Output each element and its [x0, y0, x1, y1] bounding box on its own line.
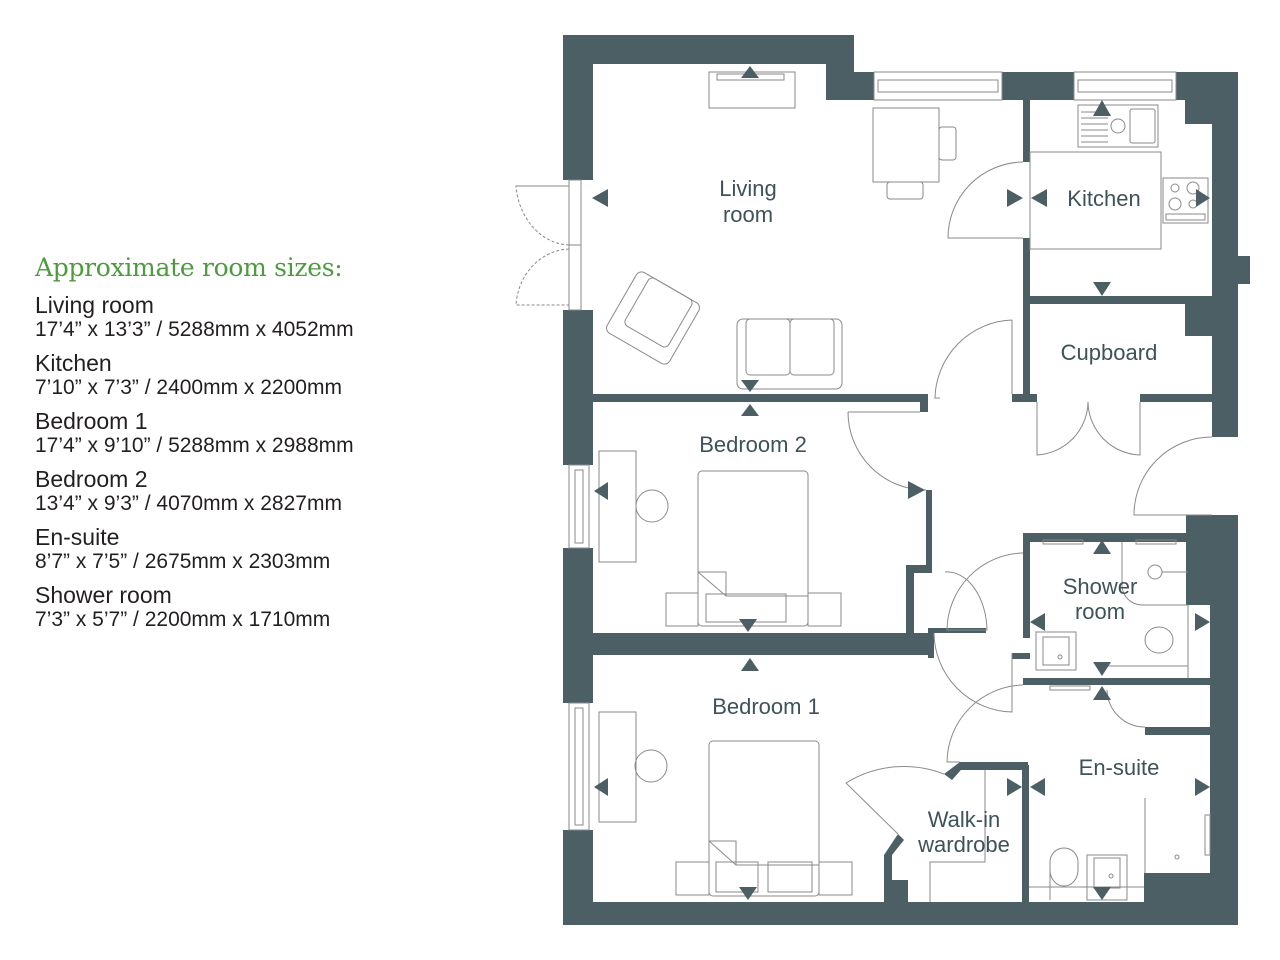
legend-room-dims: 17’4” x 9’10” / 5288mm x 2988mm	[35, 434, 354, 457]
legend-item-bedroom-2: Bedroom 2 13’4” x 9’3” / 4070mm x 2827mm	[35, 466, 455, 516]
legend-room-dims: 13’4” x 9’3” / 4070mm x 2827mm	[35, 492, 342, 515]
windows	[568, 71, 1177, 831]
room-label-walk-in-wardrobe: Walk-in	[928, 807, 1001, 832]
legend-item-en-suite: En-suite 8’7” x 7’5” / 2675mm x 2303mm	[35, 524, 455, 574]
legend-item-kitchen: Kitchen 7’10” x 7’3” / 2400mm x 2200mm	[35, 350, 455, 400]
legend-room-name: En-suite	[35, 524, 120, 550]
room-label-living: Living	[719, 176, 776, 201]
wall-marker-arrows	[592, 66, 1210, 900]
legend-room-name: Bedroom 2	[35, 466, 148, 492]
legend-room-dims: 8’7” x 7’5” / 2675mm x 2303mm	[35, 550, 331, 573]
room-label-living: room	[723, 202, 773, 227]
room-label-en-suite: En-suite	[1079, 755, 1160, 780]
legend-item-bedroom-1: Bedroom 1 17’4” x 9’10” / 5288mm x 2988m…	[35, 408, 455, 458]
legend-room-name: Bedroom 1	[35, 408, 148, 434]
legend-title: Approximate room sizes:	[35, 253, 343, 282]
legend-room-name: Kitchen	[35, 350, 112, 376]
legend-room-name: Living room	[35, 292, 154, 318]
legend-item-shower-room: Shower room 7’3” x 5’7” / 2200mm x 1710m…	[35, 582, 455, 632]
room-label-bedroom-2: Bedroom 2	[699, 432, 807, 457]
room-label-walk-in-wardrobe: wardrobe	[917, 832, 1010, 857]
walls	[563, 35, 1250, 925]
room-label-kitchen: Kitchen	[1067, 186, 1140, 211]
door-swings	[515, 161, 1213, 835]
legend-room-name: Shower room	[35, 582, 172, 608]
room-label-bedroom-1: Bedroom 1	[712, 694, 820, 719]
room-sizes-legend: Approximate room sizes: Living room 17’4…	[35, 252, 455, 640]
legend-room-dims: 7’10” x 7’3” / 2400mm x 2200mm	[35, 376, 342, 399]
legend-room-dims: 7’3” x 5’7” / 2200mm x 1710mm	[35, 608, 331, 631]
room-label-shower-room: Shower	[1063, 574, 1138, 599]
legend-item-living-room: Living room 17’4” x 13’3” / 5288mm x 405…	[35, 292, 455, 342]
room-label-cupboard: Cupboard	[1061, 340, 1158, 365]
legend-room-dims: 17’4” x 13’3” / 5288mm x 4052mm	[35, 318, 354, 341]
room-label-shower-room: room	[1075, 599, 1125, 624]
